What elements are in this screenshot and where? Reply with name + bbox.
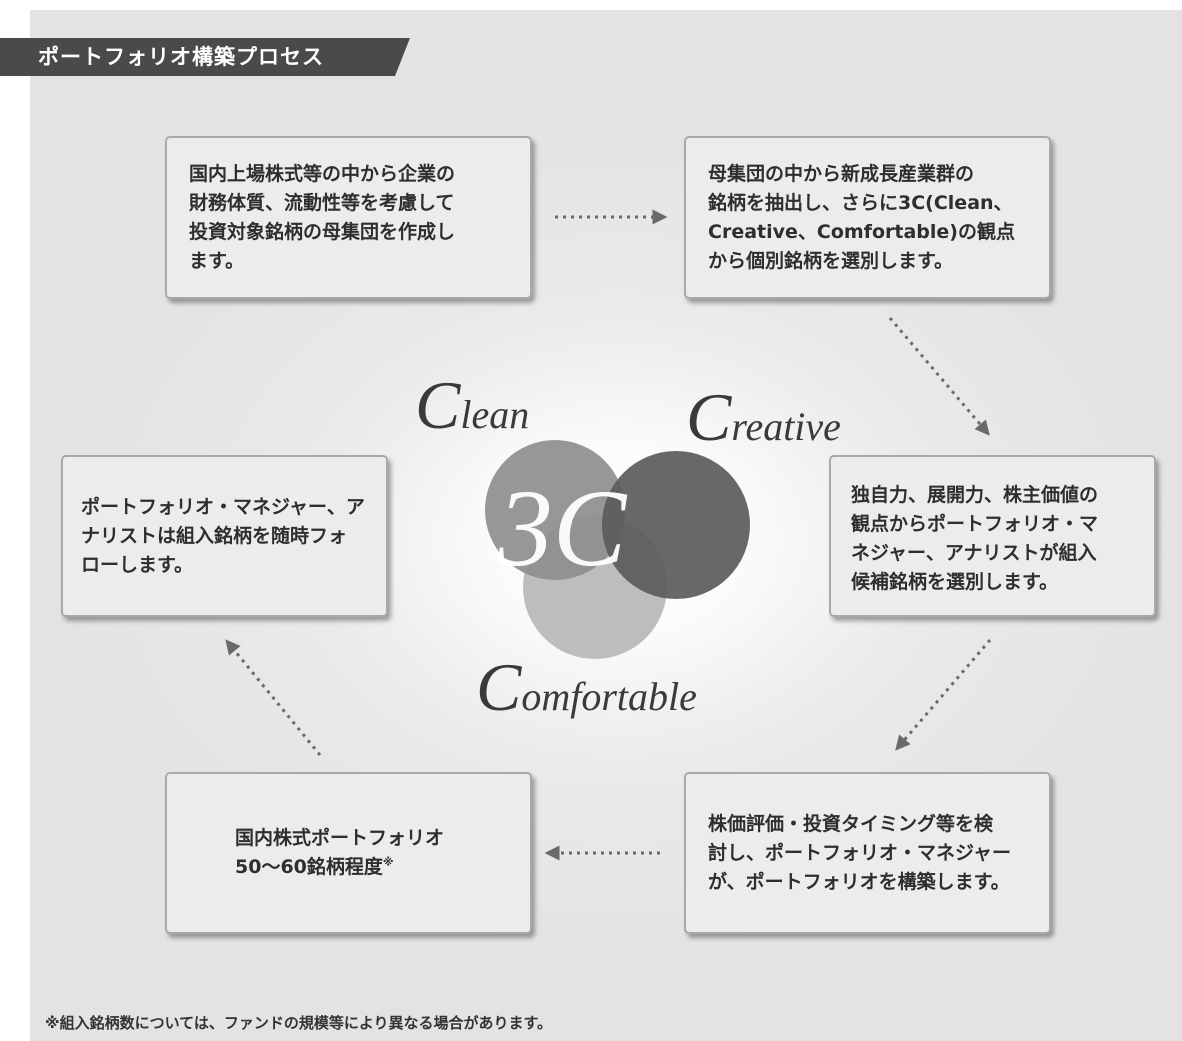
word-creative: Creative [686, 379, 841, 455]
step-box-2: 母集団の中から新成長産業群の 銘柄を抽出し、さらに3C(Clean、 Creat… [684, 136, 1051, 299]
step-box-6: ポートフォリオ・マネジャー、ア ナリストは組入銘柄を随時フォ ローします。 [61, 455, 388, 617]
footnote: ※組入銘柄数については、ファンドの規模等により異なる場合があります。 [45, 1014, 553, 1032]
diagram-title: ポートフォリオ構築プロセス [38, 45, 324, 69]
step-box-3: 独自力、展開力、株主価値の 観点からポートフォリオ・マ ネジャー、アナリストが組… [829, 455, 1156, 617]
step-box-4: 株価評価・投資タイミング等を検 討し、ポートフォリオ・マネジャー が、ポートフォ… [684, 772, 1051, 934]
step-text-2: 母集団の中から新成長産業群の 銘柄を抽出し、さらに3C(Clean、 Creat… [708, 163, 1015, 272]
step-box-5: 国内株式ポートフォリオ 50〜60銘柄程度※ [165, 772, 532, 934]
step-text-1: 国内上場株式等の中から企業の 財務体質、流動性等を考慮して 投資対象銘柄の母集団… [189, 163, 456, 272]
step-text-6: ポートフォリオ・マネジャー、ア ナリストは組入銘柄を随時フォ ローします。 [81, 496, 365, 576]
arrow-step3-to-step4 [895, 639, 992, 751]
word-comfortable: Comfortable [476, 649, 697, 725]
step-text-3: 独自力、展開力、株主価値の 観点からポートフォリオ・マ ネジャー、アナリストが組… [851, 484, 1099, 593]
footnote-marker: ※ [382, 855, 394, 869]
arrow-step2-to-step3 [888, 317, 990, 436]
logo-3c: 3C [497, 467, 628, 589]
title-bar [0, 38, 410, 76]
word-clean: Clean [415, 367, 529, 443]
step-text-5: 国内株式ポートフォリオ 50〜60銘柄程度※ [235, 827, 444, 878]
circle-clean [485, 440, 625, 580]
step-box-1: 国内上場株式等の中から企業の 財務体質、流動性等を考慮して 投資対象銘柄の母集団… [165, 136, 532, 299]
arrow-step5-to-step6 [225, 639, 322, 756]
circle-creative [602, 451, 750, 599]
step-text-4: 株価評価・投資タイミング等を検 討し、ポートフォリオ・マネジャー が、ポートフォ… [708, 813, 1012, 893]
step-text-5-main: 国内株式ポートフォリオ 50〜60銘柄程度 [235, 827, 445, 878]
